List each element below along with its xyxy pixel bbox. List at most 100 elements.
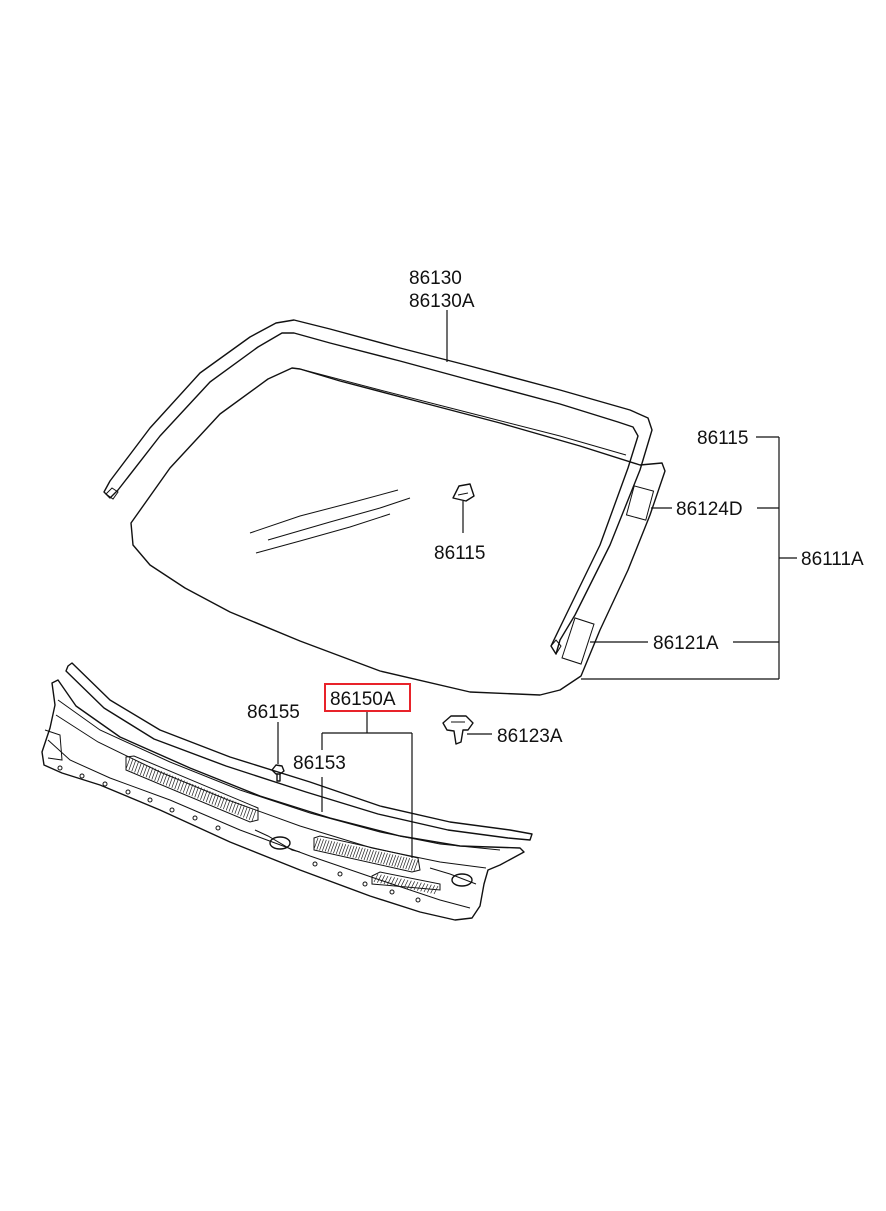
grille-hatch-line	[142, 764, 148, 777]
grille-hatch-line	[145, 766, 151, 778]
grille-hatch-line	[322, 839, 327, 851]
grille-hatch-line	[413, 881, 419, 891]
grille-hatch-line	[245, 807, 251, 819]
label-86153[interactable]: 86153	[293, 753, 346, 774]
grille-hatch-line	[180, 780, 185, 792]
label-86111A[interactable]: 86111A	[801, 549, 864, 570]
grille-hatch-line	[363, 848, 369, 861]
screw-part[interactable]	[271, 764, 285, 782]
grille-hatch-line	[423, 883, 429, 893]
label-86155[interactable]: 86155	[247, 702, 300, 723]
grille-hatch-line	[402, 857, 408, 869]
grille-hatch-line	[366, 849, 372, 861]
grille-hatch-line	[243, 806, 248, 818]
grille-hatch-line	[154, 769, 159, 781]
label-86124D[interactable]: 86124D	[676, 499, 743, 520]
grille-hatch-line	[391, 854, 397, 867]
grille-hatch-line	[211, 793, 217, 805]
grille-hatch-line	[333, 842, 338, 854]
grille-hatch-line	[162, 773, 168, 785]
grille-hatch-line	[405, 858, 410, 870]
grille-hatch-line	[223, 798, 228, 810]
grille-hatch-line	[182, 781, 188, 793]
grille-hatch-line	[377, 851, 383, 864]
cowl-panel[interactable]	[41, 662, 533, 921]
grille-hatch-line	[377, 874, 382, 883]
grille-hatch-line	[160, 772, 165, 784]
cowl-grille-hatching	[125, 757, 439, 895]
grille-hatch-line	[174, 777, 180, 790]
grille-hatch-line	[344, 844, 349, 856]
grille-hatch-line	[251, 809, 257, 822]
leader-lines	[277, 310, 797, 858]
grille-hatch-line	[168, 775, 174, 787]
grille-hatch-line	[410, 859, 416, 871]
clip-part[interactable]	[442, 715, 474, 745]
grille-hatch-line	[125, 757, 131, 770]
grille-hatch-line	[372, 850, 377, 862]
grille-hatch-line	[240, 805, 245, 817]
grille-hatch-line	[191, 785, 197, 797]
grille-hatch-line	[197, 787, 202, 799]
grille-hatch-line	[157, 770, 162, 783]
grille-hatch-line	[403, 879, 409, 889]
label-86121A[interactable]: 86121A	[653, 633, 719, 654]
label-86150A[interactable]: 86150A	[330, 689, 396, 710]
grille-hatch-line	[397, 878, 402, 887]
grille-hatch-line	[427, 884, 432, 893]
highlight-box	[324, 683, 411, 712]
part-labels: 86130 86130A 86115 86115 86124D 86111A 8…	[247, 268, 864, 774]
grille-hatch-line	[373, 873, 379, 883]
grille-hatch-line	[134, 761, 139, 773]
grille-hatch-line	[165, 774, 171, 786]
grille-hatch-line	[248, 808, 254, 820]
grille-hatch-line	[433, 885, 439, 895]
label-86130A[interactable]: 86130A	[409, 291, 475, 312]
grille-hatch-line	[319, 839, 324, 851]
grille-hatch-line	[185, 782, 191, 794]
label-86115-center[interactable]: 86115	[434, 543, 485, 564]
label-86130[interactable]: 86130	[409, 268, 462, 289]
grille-hatch-line	[234, 802, 240, 815]
grille-hatch-line	[387, 876, 392, 885]
grille-hatch-line	[148, 767, 154, 779]
grille-hatch-line	[330, 841, 335, 853]
grille-hatch-line	[383, 853, 388, 865]
grille-hatch-line	[228, 800, 234, 812]
grille-hatch-line	[177, 779, 182, 791]
grille-hatch-line	[327, 840, 333, 853]
grille-hatch-line	[430, 885, 435, 894]
grille-hatch-line	[205, 790, 211, 803]
grille-hatch-line	[413, 859, 419, 872]
grille-hatch-line	[220, 796, 225, 809]
grille-hatch-line	[355, 847, 360, 859]
grille-hatch-line	[358, 847, 363, 859]
grille-hatch-line	[188, 783, 194, 796]
grille-hatch-line	[137, 762, 142, 774]
glass-bracket[interactable]	[452, 483, 475, 502]
grille-hatch-line	[390, 877, 395, 886]
grille-hatch-line	[324, 840, 330, 852]
grille-hatch-line	[420, 883, 425, 892]
grille-hatch-line	[380, 852, 385, 864]
grille-hatch-line	[400, 879, 405, 888]
windshield-glass[interactable]	[130, 367, 666, 696]
grille-hatch-line	[128, 759, 134, 771]
grille-hatch-line	[202, 789, 208, 802]
grille-hatch-line	[194, 786, 200, 798]
grille-hatch-line	[360, 848, 366, 860]
grille-hatch-line	[380, 875, 385, 884]
label-86123A[interactable]: 86123A	[497, 726, 563, 747]
grille-hatch-line	[335, 842, 341, 855]
grille-hatch-line	[347, 845, 352, 857]
grille-hatch-line	[407, 880, 412, 889]
grille-hatch-line	[374, 851, 380, 863]
grille-hatch-line	[410, 881, 415, 890]
label-86115-right[interactable]: 86115	[697, 428, 748, 449]
windshield-moulding[interactable]	[103, 319, 653, 655]
grille-hatch-line	[399, 856, 405, 869]
grille-hatch-line	[338, 843, 344, 855]
grille-hatch-line	[214, 794, 220, 806]
grille-hatch-line	[237, 803, 243, 816]
